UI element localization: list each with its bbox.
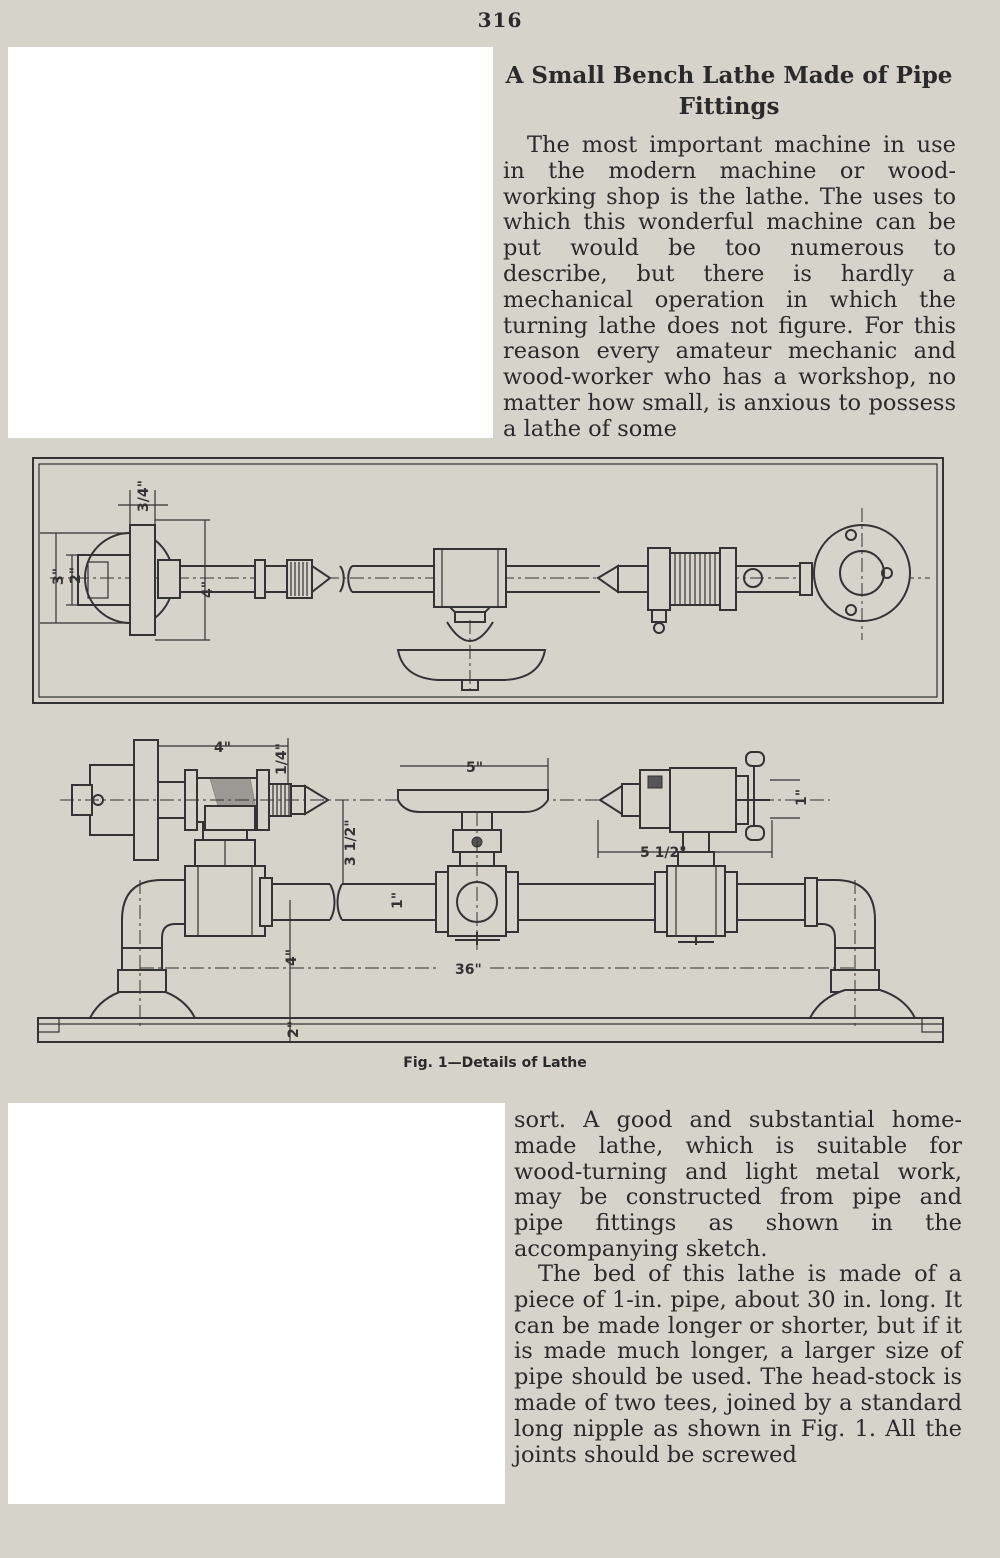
- article-paragraph-3: The bed of this lathe is made of a piece…: [514, 1261, 962, 1468]
- dim-side-height-4in: 4": [284, 949, 300, 966]
- article-title: A Small Bench Lathe Made of Pipe Fitting…: [505, 62, 953, 120]
- blank-region-bottom: [8, 1103, 505, 1504]
- dim-side-base-2in: 2": [286, 1021, 302, 1038]
- dim-top-4in: 4": [200, 581, 216, 598]
- dim-side-head-4in: 4": [214, 740, 231, 756]
- top-view: 3" 2" 4" 3/4": [32, 457, 944, 704]
- blank-region-top: [8, 47, 493, 438]
- lathe-drawing: 3" 2" 4" 3/4": [32, 457, 944, 1043]
- dim-side-tail-1in: 1": [794, 789, 810, 806]
- article-paragraph-1: The most important machine in use in the…: [503, 132, 956, 442]
- dim-top-3in: 3": [51, 568, 67, 585]
- dim-top-2in: 2": [68, 567, 84, 584]
- dim-side-quarter: 1/4": [274, 743, 290, 775]
- dim-top-three-quarter: 3/4": [136, 480, 152, 512]
- article-paragraph-2: sort. A good and substantial home-made l…: [514, 1107, 962, 1262]
- dim-side-36in: 36": [455, 962, 482, 978]
- dim-side-5-half: 5 1/2": [640, 845, 687, 861]
- dim-side-bed-1in: 1": [390, 892, 406, 909]
- page-number: 316: [477, 8, 523, 32]
- side-view: 4" 1/4" 5" 1" 5 1/2" 3 1/2" 1" 36" 4" 2": [37, 738, 944, 1043]
- figure-caption: Fig. 1—Details of Lathe: [403, 1055, 587, 1071]
- dim-side-5in: 5": [466, 760, 483, 776]
- dim-side-3-half: 3 1/2": [343, 819, 359, 866]
